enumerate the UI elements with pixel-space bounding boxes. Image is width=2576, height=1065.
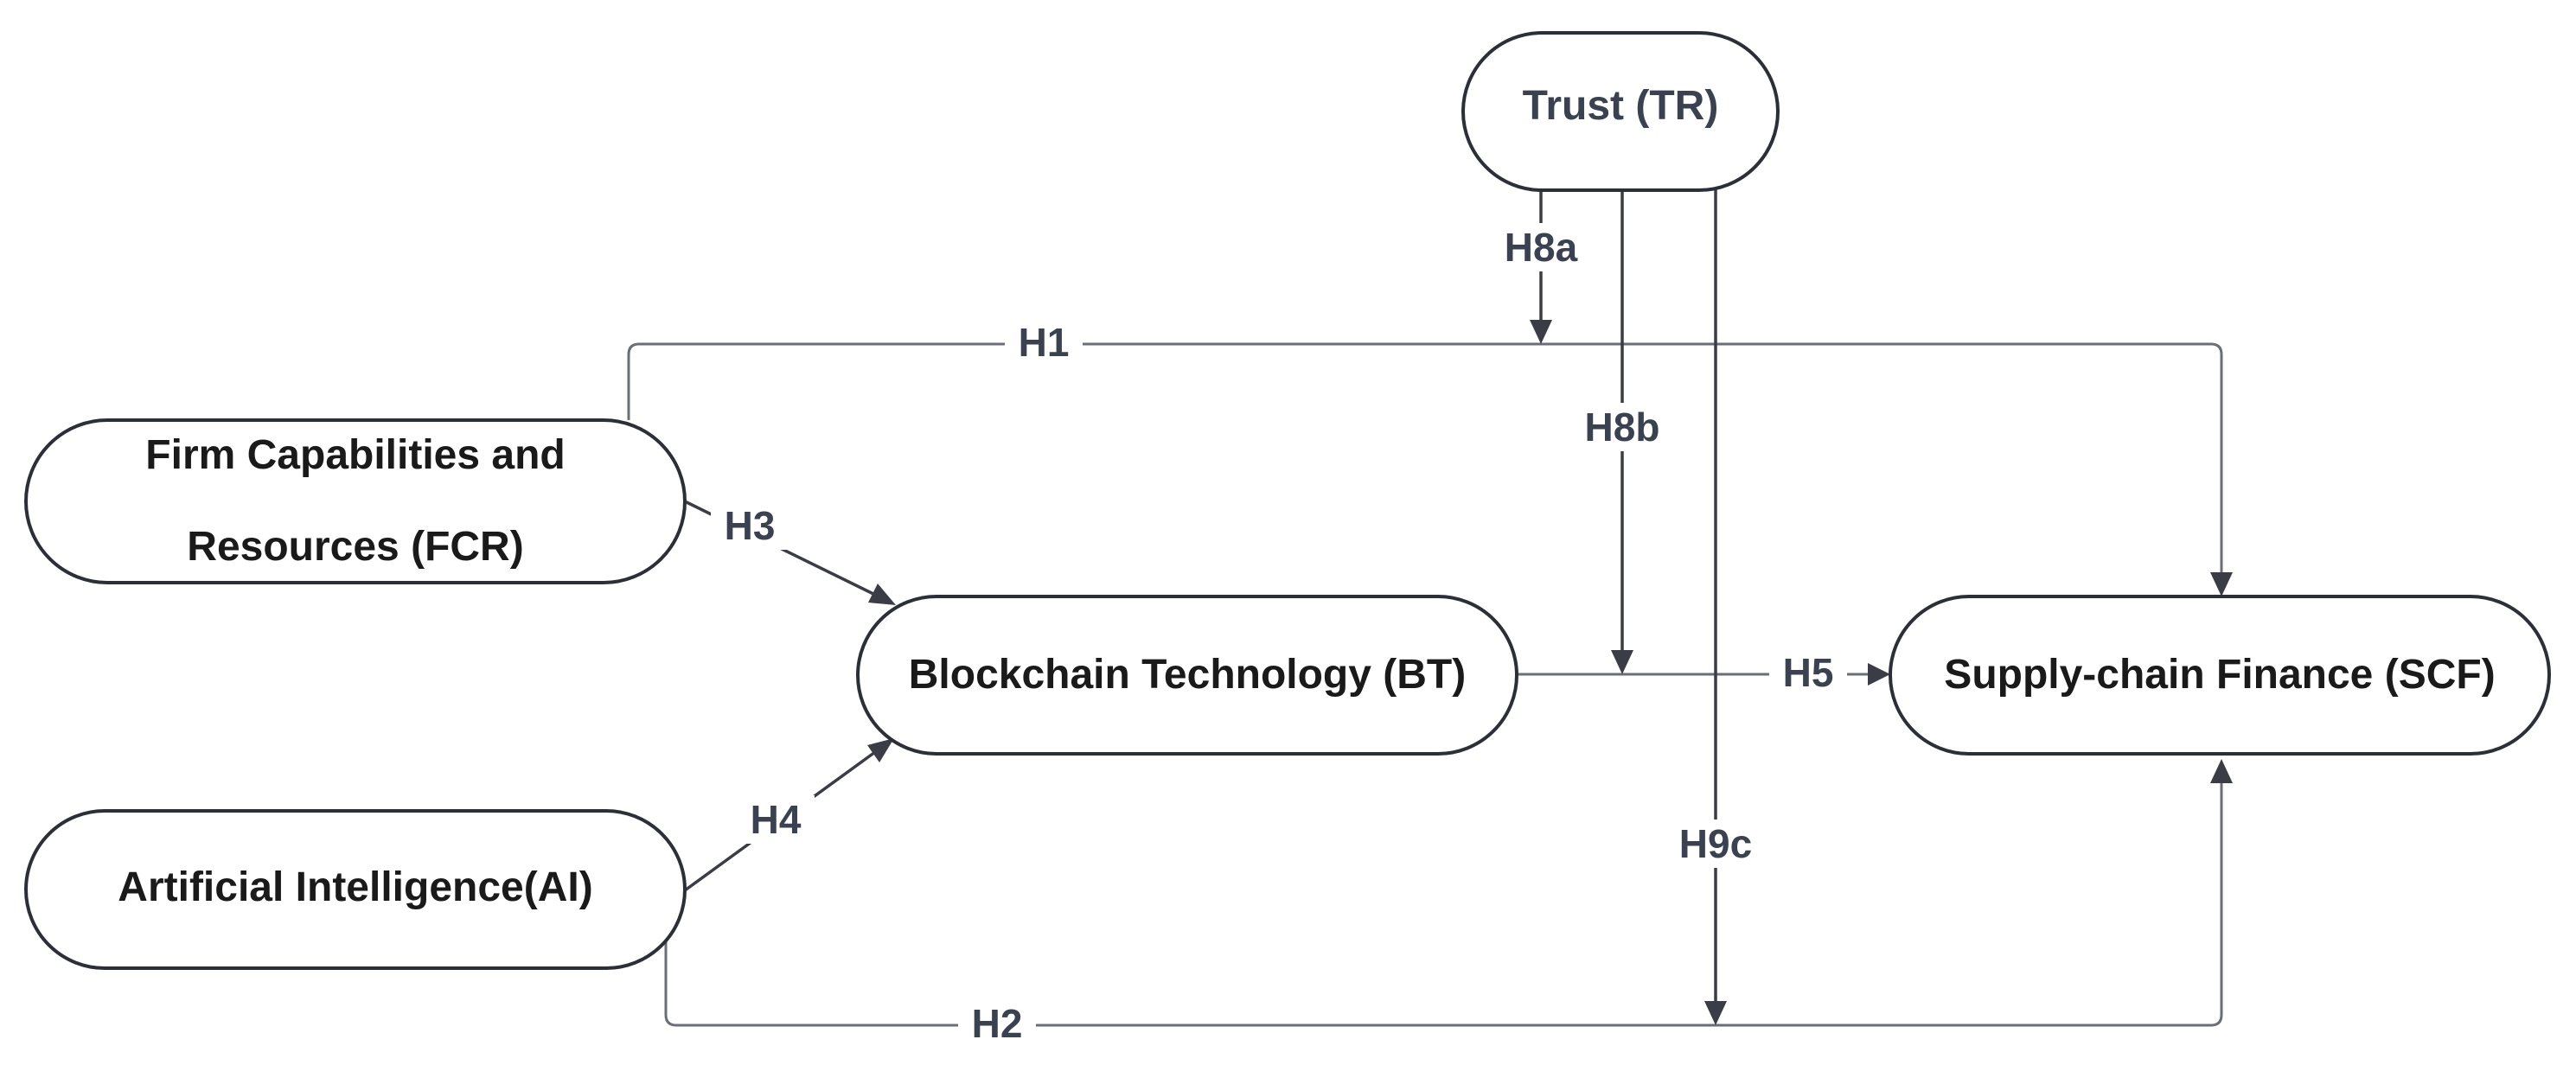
svg-text:H8a: H8a xyxy=(1505,225,1578,270)
edge-h2 xyxy=(664,759,2233,1027)
edge-label-h8a: H8a xyxy=(1491,223,1591,271)
node-scf-label: Supply-chain Finance (SCF) xyxy=(1944,652,2495,698)
edge-label-h3: H3 xyxy=(711,501,789,550)
node-ai: Artificial Intelligence(AI) xyxy=(24,809,687,970)
node-fcr: Firm Capabilities and Resources (FCR) xyxy=(24,418,687,584)
svg-text:H1: H1 xyxy=(1019,320,1070,365)
node-fcr-label-line2: Resources (FCR) xyxy=(187,524,523,570)
svg-text:H8b: H8b xyxy=(1585,405,1660,450)
edge-h9c xyxy=(1704,188,1727,1025)
edge-label-h4: H4 xyxy=(737,795,815,844)
edge-label-h2: H2 xyxy=(958,999,1036,1048)
node-fcr-label-line1: Firm Capabilities and xyxy=(145,432,565,478)
node-trust-label: Trust (TR) xyxy=(1523,83,1719,129)
node-trust: Trust (TR) xyxy=(1461,31,1780,192)
edge-h1 xyxy=(627,342,2233,596)
node-ai-label: Artificial Intelligence(AI) xyxy=(118,864,592,910)
node-bt: Blockchain Technology (BT) xyxy=(856,595,1518,756)
svg-text:H4: H4 xyxy=(751,797,802,842)
svg-text:H5: H5 xyxy=(1783,650,1834,695)
svg-text:H2: H2 xyxy=(972,1001,1023,1046)
edge-label-h1: H1 xyxy=(1005,318,1083,367)
edge-label-h9c: H9c xyxy=(1665,819,1766,868)
node-bt-label: Blockchain Technology (BT) xyxy=(909,652,1466,698)
edge-label-h5: H5 xyxy=(1769,648,1847,697)
svg-text:H9c: H9c xyxy=(1679,821,1752,866)
svg-text:H3: H3 xyxy=(725,503,776,548)
edge-label-h8b: H8b xyxy=(1572,403,1672,451)
node-scf: Supply-chain Finance (SCF) xyxy=(1889,595,2551,756)
